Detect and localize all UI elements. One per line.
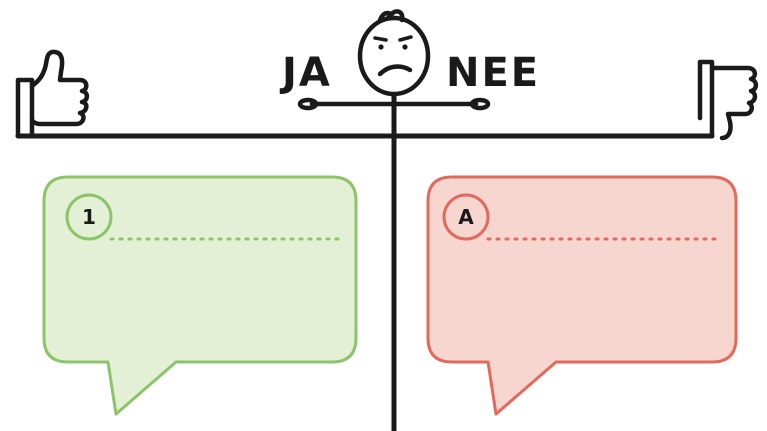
pro-card-badge-label: 1 [82,205,96,229]
con-card-badge [442,193,490,241]
no-label: NEE [446,50,540,96]
yes-label: JA [279,50,332,96]
pro-card-badge [65,193,113,241]
con-card-bubble [426,175,738,416]
thumbs-down-icon [697,59,759,141]
pro-card-bubble [42,175,358,416]
con-card: A [426,175,738,416]
thumbs-up-icon [15,49,90,139]
con-card-badge-label: A [458,205,474,229]
pro-card: 1 [42,175,358,416]
worried-stick-figure-icon [297,9,491,111]
